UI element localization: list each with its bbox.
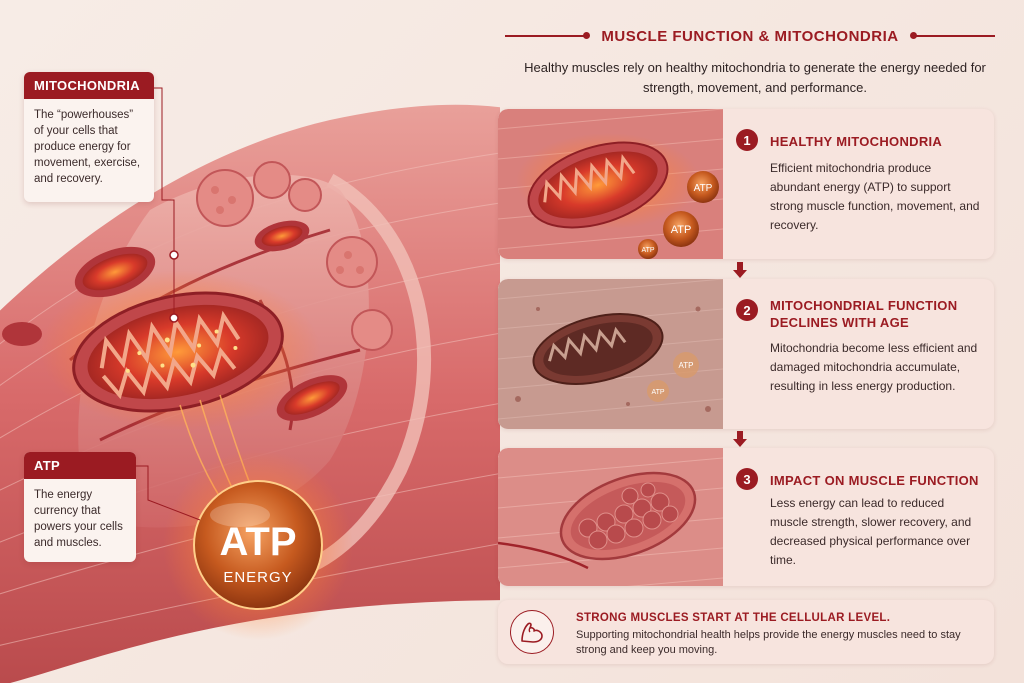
mitochondria-callout-text: The “powerhouses” of your cells that pro… (34, 109, 141, 185)
step-description-3: Less energy can lead to reduced muscle s… (770, 496, 972, 567)
atp-callout: ATP The energy currency that powers your… (24, 452, 136, 562)
footer-text: Supporting mitochondrial health helps pr… (576, 629, 961, 656)
step-title-2: MITOCHONDRIAL FUNCTION DECLINES WITH AGE (770, 298, 958, 330)
header-divider-right (909, 33, 995, 39)
healthy-mitochondria-image: ATP ATP ATP (498, 109, 723, 259)
muscle-illustration: ATP ENERGY MITOCHONDRIA The “powerhouses… (0, 0, 500, 683)
atp-bubble-label-5: ATP (651, 389, 664, 396)
arrow-down-icon (733, 431, 747, 447)
atp-bubble-label-1: ATP (694, 183, 713, 194)
arrow-down-icon (733, 262, 747, 278)
atp-bubble-label-2: ATP (671, 224, 692, 236)
step-title-3: IMPACT ON MUSCLE FUNCTION (770, 473, 979, 488)
header-divider-left (505, 33, 591, 39)
atp-bubble-label-3: ATP (641, 247, 654, 254)
step-title-1: HEALTHY MITOCHONDRIA (770, 134, 943, 149)
declining-mitochondria-image: ATP ATP (498, 279, 723, 429)
flexed-arm-icon (510, 610, 554, 654)
footer-card: STRONG MUSCLES START AT THE CELLULAR LEV… (498, 600, 994, 664)
atp-callout-text: The energy currency that powers your cel… (34, 489, 123, 549)
step-card-impact-on-muscle: 3 IMPACT ON MUSCLE FUNCTION Less energy … (498, 448, 994, 586)
step-number-3: 3 (736, 468, 758, 490)
step-description-2: Mitochondria become less efficient and d… (770, 341, 978, 393)
atp-sphere-label: ATP (219, 520, 296, 564)
step-number-2: 2 (736, 299, 758, 321)
weakened-muscle-image (498, 448, 723, 586)
page-header: MUSCLE FUNCTION & MITOCHONDRIA (505, 24, 995, 48)
step-card-healthy-mitochondria: ATP ATP ATP 1 HEALTHY MITOCHONDRIA Effic… (498, 109, 994, 259)
intro-text: Healthy muscles rely on healthy mitochon… (524, 60, 986, 95)
step-card-function-declines: ATP ATP 2 MITOCHONDRIAL FUNCTION DECLINE… (498, 279, 994, 429)
mitochondria-callout-title: MITOCHONDRIA (24, 72, 154, 99)
step-number-1: 1 (736, 129, 758, 151)
mitochondria-callout: MITOCHONDRIA The “powerhouses” of your c… (24, 72, 154, 202)
step-description-1: Efficient mitochondria produce abundant … (770, 161, 980, 232)
atp-sphere-sublabel: ENERGY (223, 569, 292, 586)
page-title: MUSCLE FUNCTION & MITOCHONDRIA (601, 27, 899, 45)
atp-callout-title: ATP (24, 452, 136, 479)
footer-title: STRONG MUSCLES START AT THE CELLULAR LEV… (576, 612, 891, 624)
atp-bubble-label-4: ATP (679, 361, 694, 370)
